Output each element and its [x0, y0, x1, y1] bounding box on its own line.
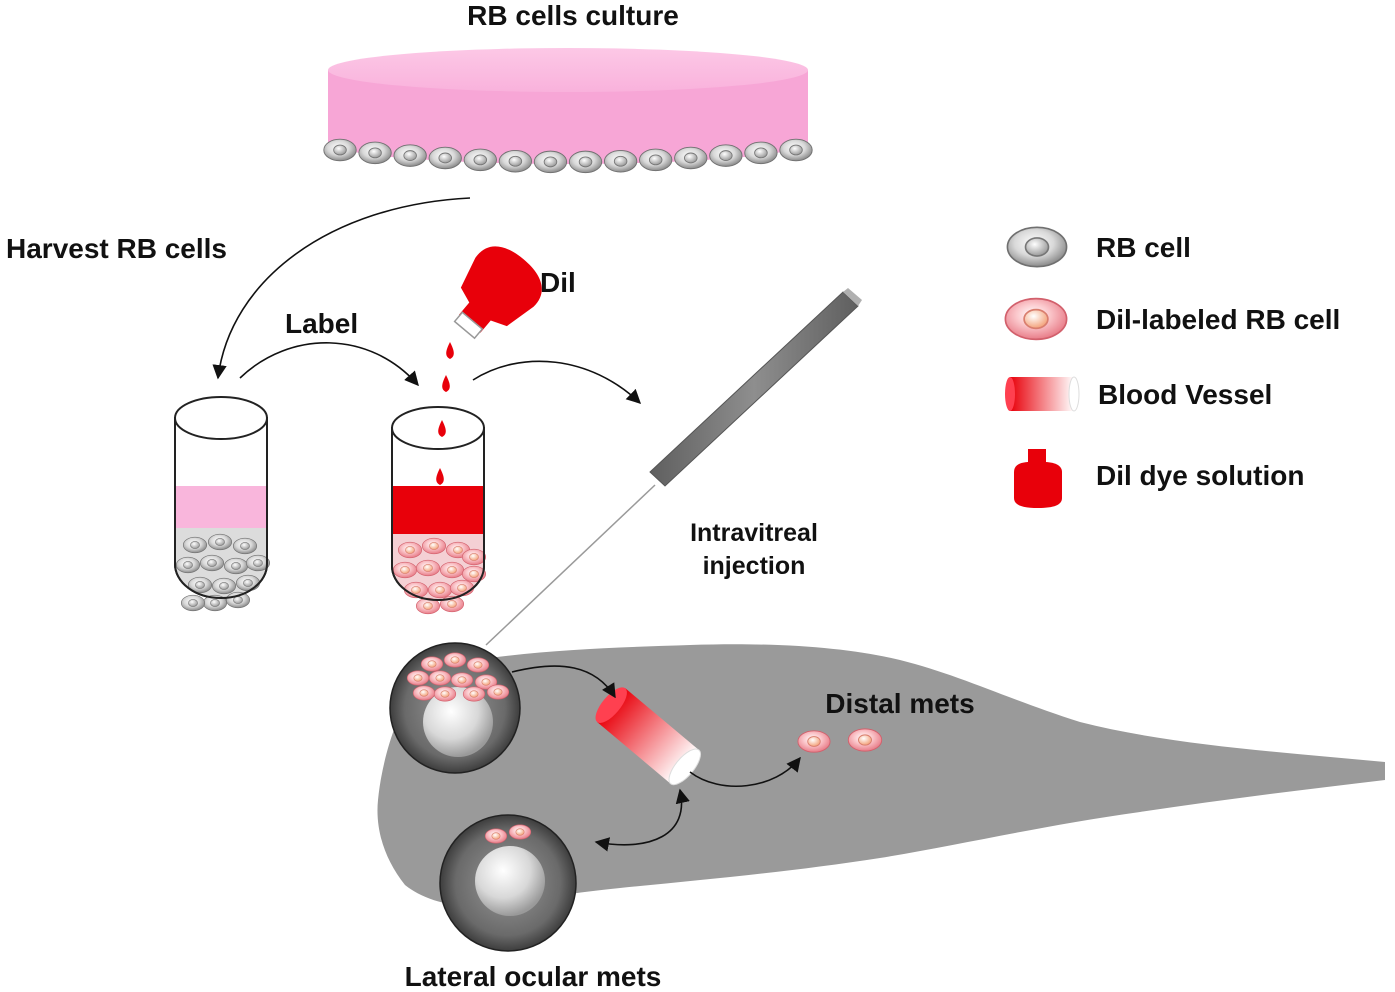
tube-dil-labeled [391, 406, 487, 615]
harvest-arrow [212, 197, 471, 380]
label-arrow [239, 342, 419, 387]
rb-cell [674, 146, 708, 170]
lateral-mets-label: Lateral ocular mets [405, 961, 662, 992]
distal-met-cell [797, 730, 831, 753]
injection-arrow [472, 360, 642, 404]
rb-cell [175, 556, 201, 574]
dil-labeled-rb-cell [412, 685, 436, 701]
distal-mets-label: Distal mets [825, 688, 974, 719]
dil-labeled-rb-cell [421, 537, 447, 555]
dil-labeled-rb-cell [443, 652, 467, 668]
injection-label-line1: Intravitreal [690, 519, 818, 547]
dil-labeled-rb-cell [392, 561, 418, 579]
dil-labeled-rb-cell [484, 828, 508, 844]
blood-vessel-icon [595, 687, 702, 786]
dil-labeled-rb-cell [397, 541, 423, 559]
dil-bottle-icon [453, 246, 542, 340]
rb-cell [463, 148, 497, 172]
rb-cell [182, 536, 208, 554]
rb-cell [603, 149, 638, 173]
label-step-text: Label [285, 308, 358, 339]
dil-labeled-rb-cell-icon [1004, 297, 1068, 341]
rb-cell [358, 141, 392, 165]
dil-labeled-rb-cell [439, 561, 465, 579]
culture-title: RB cells culture [467, 0, 679, 31]
legend-item: Dil dye solution [1014, 449, 1304, 508]
dil-labeled-rb-cell [420, 656, 444, 672]
eye-to-vessel-arrow [511, 665, 616, 699]
dil-labeled-rb-cell [415, 559, 441, 577]
dil-labeled-rb-cell [449, 579, 475, 597]
blood-vessel-icon [1005, 376, 1080, 412]
rb-cell [180, 594, 206, 612]
legend: RB cell Dil-labeled RB cell Blood Vessel… [1004, 226, 1340, 508]
rb-cell [533, 150, 568, 174]
rb-cell [393, 144, 427, 167]
dil-labeled-rb-cell [461, 548, 487, 566]
rb-cell [211, 577, 237, 595]
rb-cell [639, 148, 673, 172]
dil-labeled-rb-cell [462, 686, 486, 702]
vessel-to-distal-arrow [689, 756, 801, 788]
dil-labeled-rb-cell [466, 657, 490, 673]
legend-label: RB cell [1096, 232, 1191, 263]
rb-cell [709, 144, 743, 167]
injection-label-line2: injection [703, 552, 806, 580]
legend-label: Dil dye solution [1096, 460, 1304, 491]
vessel-to-lateral-arrow [594, 788, 690, 852]
dil-labeled-rb-cell [508, 824, 532, 840]
rb-cell [428, 146, 462, 170]
dil-labeled-rb-cell [433, 686, 457, 702]
lateral-eye [439, 814, 577, 952]
legend-label: Blood Vessel [1098, 379, 1272, 410]
injection-needle-icon [485, 288, 862, 646]
dil-labeled-rb-cell [428, 670, 452, 686]
rb-cell [232, 537, 258, 555]
dil-labeled-rb-cell [406, 670, 430, 686]
rb-cell [235, 574, 261, 592]
rb-cell [223, 557, 249, 575]
dil-dye-bottle-icon [1014, 449, 1062, 508]
legend-label: Dil-labeled RB cell [1096, 304, 1340, 335]
rb-cell [207, 533, 233, 551]
injected-eye [389, 642, 521, 774]
distal-met-cell [847, 728, 883, 752]
harvest-label: Harvest RB cells [6, 233, 227, 264]
rb-cell [225, 591, 251, 609]
rb-cell [498, 149, 533, 173]
rb-cell [568, 150, 603, 174]
dye-label: Dil [540, 267, 576, 298]
dye-drops [436, 342, 454, 485]
culture-dish [323, 48, 813, 174]
dil-labeled-rb-cell [486, 684, 510, 700]
rb-cell [199, 554, 225, 572]
rb-cell [779, 138, 813, 162]
dil-labeled-rb-cell [427, 581, 453, 599]
rb-cell [744, 141, 778, 165]
legend-item: RB cell [1006, 226, 1191, 268]
rb-cell [323, 138, 357, 162]
dil-labeled-rb-cell [450, 672, 474, 688]
rb-cell-icon [1006, 226, 1068, 268]
legend-item: Blood Vessel [1005, 376, 1272, 412]
legend-item: Dil-labeled RB cell [1004, 297, 1340, 341]
tube-rb-cells [174, 396, 271, 612]
